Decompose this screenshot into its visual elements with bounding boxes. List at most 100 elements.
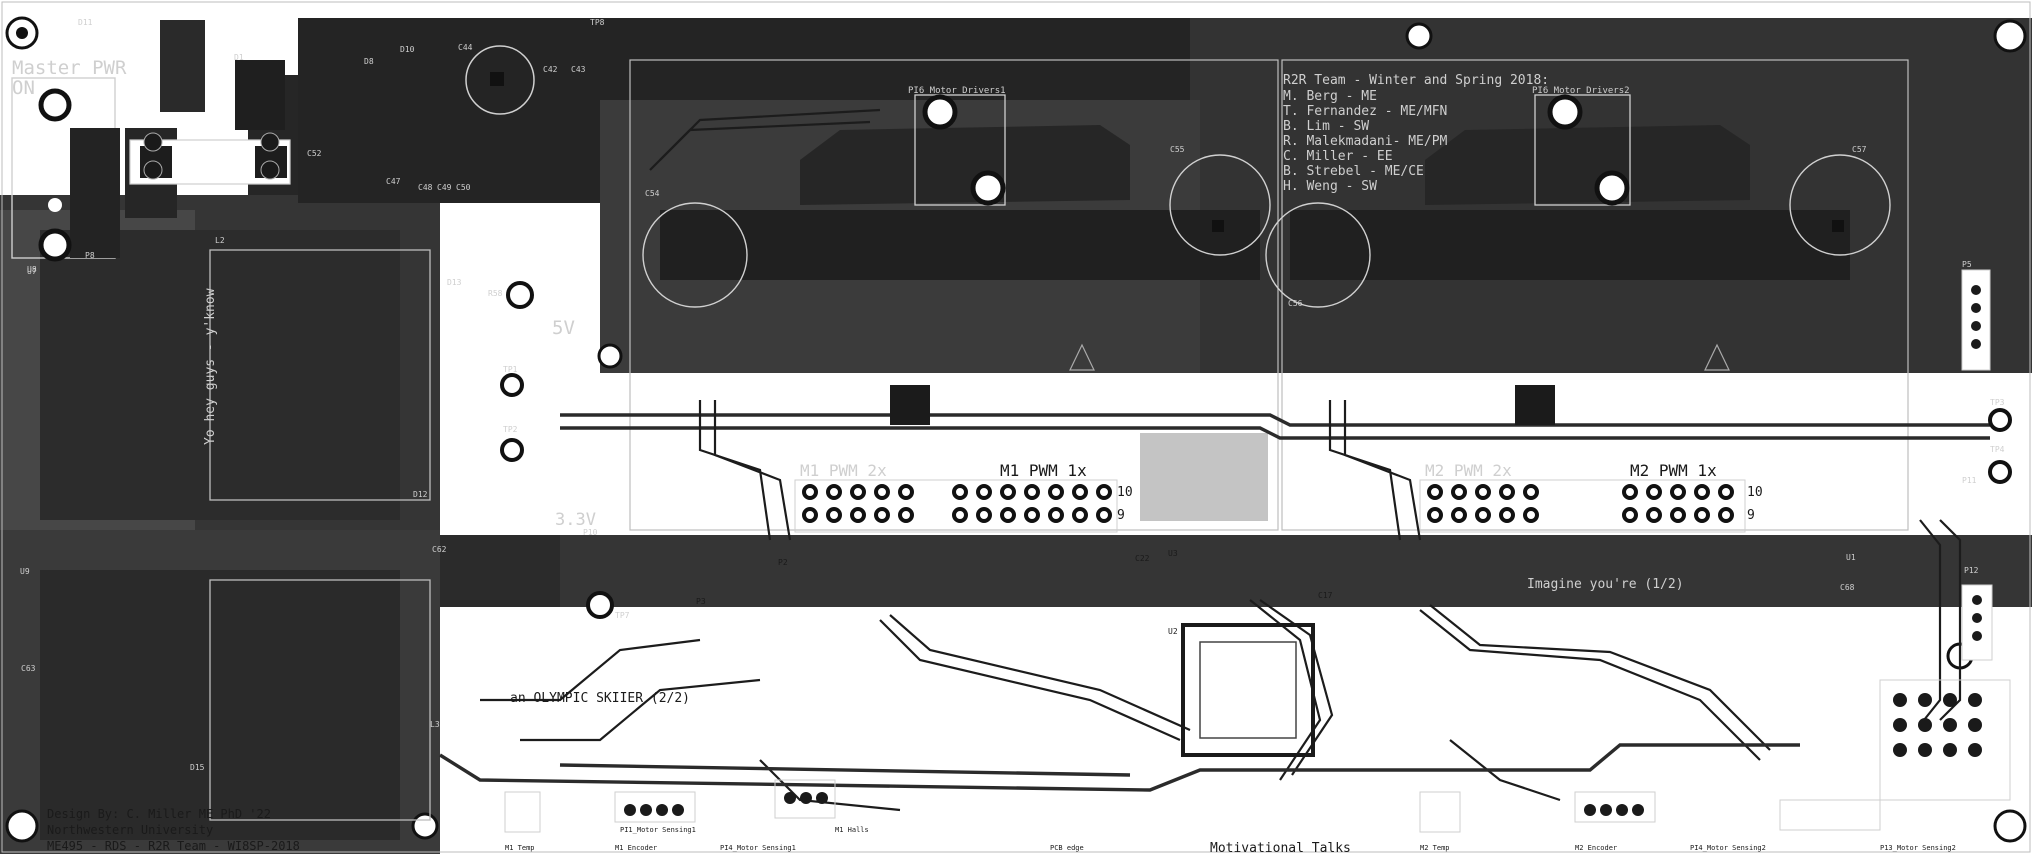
designator: D12	[413, 490, 428, 499]
designator: D13	[447, 278, 462, 287]
white-window-center	[555, 373, 2030, 535]
designator: D10	[400, 45, 415, 54]
component-designators: D11 D1 D8 D10 C44 C42 C43 C52 C47 C48 C4…	[20, 18, 2005, 772]
design-credit-2: Northwestern University	[47, 823, 213, 837]
designator: U7	[27, 267, 37, 276]
team-member-1: M. Berg - ME	[1283, 89, 1377, 104]
designator: L3	[430, 720, 440, 729]
connector-label: M2 Temp	[1420, 844, 1450, 852]
designator: D8	[364, 57, 374, 66]
designator: C52	[307, 149, 322, 158]
mounting-hole	[1993, 809, 2027, 843]
designator: C62	[432, 545, 447, 554]
designator: C47	[386, 177, 401, 186]
test-point	[586, 591, 614, 619]
test-point	[500, 438, 524, 462]
test-point	[1988, 408, 2012, 432]
designator: TP4	[1990, 445, 2005, 454]
skier-text: an OLYMPIC SKIIER (2/2)	[510, 691, 690, 706]
designator: TP7	[615, 611, 630, 620]
power-switch-region	[11, 20, 298, 259]
designator: C48	[418, 183, 433, 192]
pwm-label-m1-1x: M1 PWM 1x	[1000, 461, 1087, 480]
connector-label: PI1_Motor Sensing1	[620, 826, 696, 834]
connector-label: M1 Encoder	[615, 844, 657, 852]
header-pin-number: 10	[1747, 485, 1763, 500]
designator: TP2	[503, 425, 518, 434]
test-point	[500, 373, 524, 397]
mounting-hole	[1405, 22, 1433, 50]
connector-label: PCB edge	[1050, 844, 1084, 852]
connector-label: M1 Halls	[835, 826, 869, 834]
pwm-headers-m2	[1419, 479, 1746, 533]
designator: C56	[1288, 299, 1303, 308]
designator: C57	[1852, 145, 1867, 154]
on-label: ON	[12, 77, 35, 99]
designator: C22	[1135, 554, 1150, 563]
header-pin-number: 9	[1747, 508, 1755, 523]
designator: D11	[78, 18, 93, 27]
test-point	[1988, 460, 2012, 484]
designator: U3	[1168, 549, 1178, 558]
designator: TP3	[1990, 398, 2005, 407]
designator: C17	[1318, 591, 1333, 600]
pwm-label-m1-2x: M1 PWM 2x	[800, 461, 887, 480]
designator: U9	[20, 567, 30, 576]
designator: TP1	[503, 365, 518, 374]
header-pin-number: 10	[1117, 485, 1133, 500]
designator: U8	[27, 265, 37, 274]
motor-driver-1-label: PI6_Motor Drivers1	[908, 86, 1006, 96]
inductor-l2	[209, 249, 431, 501]
designator: C68	[1840, 583, 1855, 592]
white-window-left	[440, 373, 555, 535]
designator: C54	[645, 189, 660, 198]
inductor-l3	[209, 579, 431, 821]
master-pwr-label: Master PWR	[12, 57, 127, 79]
designator: C50	[456, 183, 471, 192]
mounting-hole	[411, 812, 439, 840]
mounting-hole	[16, 27, 28, 39]
right-edge-connectors	[1961, 269, 1993, 661]
lower-left-white-area	[440, 607, 590, 854]
pwm-headers-m1	[794, 479, 1118, 533]
design-credit-3: ME495 - RDS - R2R Team - WI8SP-2018	[47, 839, 300, 853]
mounting-hole	[597, 343, 623, 369]
team-member-4: R. Malekmadani- ME/PM	[1283, 134, 1448, 149]
capacitor-c44	[465, 45, 535, 115]
designator: C44	[458, 43, 473, 52]
team-member-6: B. Strebel - ME/CE	[1283, 164, 1424, 179]
designator: D15	[190, 763, 205, 772]
three-v3-label: 3.3V	[555, 510, 596, 530]
team-title: R2R Team - Winter and Spring 2018:	[1283, 73, 1549, 88]
bottom-connectors	[504, 679, 2011, 833]
power-connector-pin	[48, 198, 62, 212]
designator: C42	[543, 65, 558, 74]
designator: C49	[437, 183, 452, 192]
left-mid-dark-inset	[40, 230, 400, 520]
designator: TP8	[590, 18, 605, 27]
designator: P12	[1964, 566, 1979, 575]
designator: R58	[488, 289, 503, 298]
fuse-pad	[143, 160, 163, 180]
yo-hey-text: Yo hey guys - y'know	[203, 288, 218, 445]
designator: D1	[234, 53, 244, 62]
power-connector-pin	[48, 165, 62, 179]
mounting-hole	[1993, 19, 2027, 53]
connector-label: PI4_Motor Sensing2	[1690, 844, 1766, 852]
team-member-7: H. Weng - SW	[1283, 179, 1377, 194]
team-member-3: B. Lim - SW	[1283, 119, 1369, 134]
top-right-white-corner	[1960, 0, 2032, 18]
motivational-text: Motivational Talks	[1210, 841, 1351, 854]
designator: C43	[571, 65, 586, 74]
designator: P11	[1962, 476, 1977, 485]
motor-driver-2-label: PI6_Motor Drivers2	[1532, 86, 1630, 96]
team-member-5: C. Miller - EE	[1283, 149, 1393, 164]
designator: L2	[215, 236, 225, 245]
connector-label: PI4_Motor Sensing1	[720, 844, 796, 852]
designator: U1	[1846, 553, 1856, 562]
power-connector-pin	[38, 88, 72, 122]
design-credit-1: Design By: C. Miller ME PhD '22	[47, 807, 271, 821]
team-member-2: T. Fernandez - ME/MFN	[1283, 104, 1447, 119]
